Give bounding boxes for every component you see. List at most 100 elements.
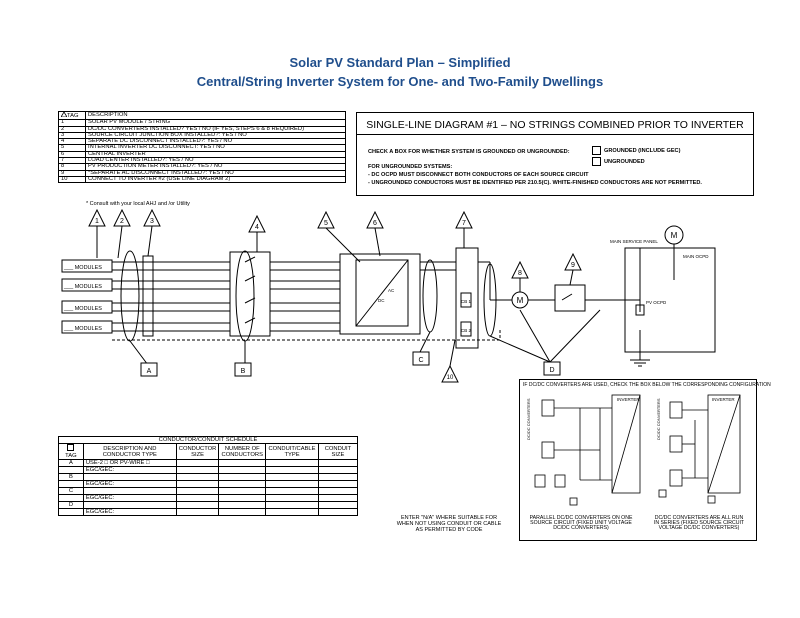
schedule-checkbox[interactable] — [67, 444, 75, 451]
desc-col-header: DESCRIPTION AND CONDUCTOR TYPE — [82, 443, 177, 460]
dcdc-label-left: DC/DC CONVERTERS — [526, 398, 531, 440]
meter-label: M — [517, 296, 524, 305]
conduit-label-b: B — [241, 368, 246, 375]
module-label-3: ___ MODULES — [63, 306, 102, 312]
module-box-2 — [61, 278, 113, 292]
conduit-box-a — [140, 362, 158, 377]
caption-parallel: PARALLEL DC/DC CONVERTERS ON ONE SOURCE … — [529, 515, 633, 532]
module-box-1 — [61, 259, 113, 273]
cb1-label: CB 1 — [461, 299, 472, 304]
page-subtitle: Central/String Inverter System for One- … — [196, 74, 604, 89]
conduit-label-a: A — [147, 368, 152, 375]
conduit-size-col-header: CONDUIT SIZE — [317, 443, 359, 460]
tag-label-4: 4 — [255, 224, 259, 231]
load-center — [455, 247, 479, 349]
divider — [357, 134, 753, 135]
caption-series: DC/DC CONVERTERS ARE ALL RUN IN SERIES (… — [653, 515, 745, 532]
junction-box — [142, 255, 154, 337]
module-label-1: ___ MODULES — [63, 265, 102, 271]
conduit-box-b — [234, 362, 252, 377]
pv-ocpd — [635, 304, 645, 316]
schedule-title-row: CONDUCTOR/CONDUIT SCHEDULE — [58, 436, 358, 444]
inverter-ac-label: AC — [388, 288, 395, 293]
tag-label-6: 6 — [373, 220, 377, 227]
na-note: ENTER "N/A" WHERE SUITABLE FOR WHEN NOT … — [396, 515, 502, 533]
desc-cell: SEPARATE DC DISCONNECT INSTALLED?: YES /… — [85, 138, 346, 146]
tag-label-3: 3 — [150, 218, 154, 225]
diagram-title: SINGLE-LINE DIAGRAM #1 – NO STRINGS COMB… — [366, 119, 744, 131]
grounded-checkbox[interactable] — [592, 146, 601, 155]
table-row: C — [58, 487, 359, 495]
dc-disconnect-box — [229, 251, 271, 337]
desc-cell: INTERNAL INVERTER DC DISCONNECT: YES / N… — [85, 144, 346, 152]
page-title: Solar PV Standard Plan – Simplified — [289, 55, 511, 70]
cb2-label: CB 2 — [461, 328, 472, 333]
conduit-label-c: C — [418, 357, 423, 364]
utility-meter-label: M — [671, 231, 678, 240]
inverter-label-right: INVERTER — [712, 397, 735, 402]
ground-check-prompt: CHECK A BOX FOR WHETHER SYSTEM IS GROUND… — [368, 149, 570, 155]
inverter-left — [611, 394, 641, 494]
pv-ocpd-label: PV OCPD — [646, 300, 667, 305]
size-col-header: CONDUCTOR SIZE — [175, 443, 220, 460]
conduit-type-col-header: CONDUIT/CABLE TYPE — [265, 443, 319, 460]
dc-wires — [112, 261, 340, 332]
inverter-label-left: INVERTER — [617, 397, 640, 402]
inverter-right — [707, 394, 741, 494]
conductor-schedule-table: CONDUCTOR/CONDUIT SCHEDULE TAG DESCRIPTI… — [58, 436, 359, 516]
table-row: EGC/GEC: — [58, 508, 359, 516]
desc-cell: SOLAR PV MODULE / STRING — [85, 119, 346, 127]
tag-label-7: 7 — [462, 220, 466, 227]
module-label-4: ___ MODULES — [63, 326, 102, 332]
breaker-cb1 — [460, 292, 472, 308]
ungrounded-label: UNGROUNDED — [604, 159, 645, 165]
schedule-title: CONDUCTOR/CONDUIT SCHEDULE — [58, 436, 358, 444]
table-row: EGC/GEC: — [58, 466, 359, 474]
inverter-dc-label: DC — [378, 298, 385, 303]
main-service-panel — [624, 247, 716, 353]
grounded-label: GROUNDED (INCLUDE GEC) — [604, 148, 681, 154]
ac-disconnect — [554, 284, 586, 312]
dcdc-box-title: IF DC/DC CONVERTERS ARE USED, CHECK THE … — [523, 382, 771, 388]
consult-note: * Consult with your local AHJ and /or Ut… — [86, 201, 190, 207]
desc-cell: SOURCE CIRCUIT JUNCTION BOX INSTALLED?: … — [85, 131, 346, 140]
dcdc-config-box: IF DC/DC CONVERTERS ARE USED, CHECK THE … — [519, 379, 771, 541]
desc-cell: *SEPARATE AC DISCONNECT INSTALLED?: YES … — [85, 169, 346, 177]
breaker-cb2 — [460, 321, 472, 337]
conduit-label-d: D — [549, 367, 554, 374]
tag-label-5: 5 — [324, 220, 328, 227]
table-row: B — [58, 473, 359, 481]
inverter-dc-ac — [355, 259, 409, 327]
tag-label-1: 1 — [95, 218, 99, 225]
desc-cell: CONNECT TO INVERTER #2 (USE LINE DIAGRAM… — [85, 175, 346, 184]
desc-cell: DC/DC CONVERTERS INSTALLED? YES / NO (IF… — [85, 125, 346, 133]
module-box-4 — [61, 320, 113, 334]
ungrounded-note-2: - UNGROUNDED CONDUCTORS MUST BE IDENTIFI… — [368, 180, 702, 186]
table-row: EGC/GEC: — [58, 480, 359, 488]
conduit-box-d — [543, 361, 561, 376]
dcdc-schematics: INVERTER INVERTER DC/DC CONVERTERS DC/DC… — [526, 394, 741, 506]
ungrounded-head: FOR UNGROUNDED SYSTEMS: — [368, 164, 453, 170]
conduit-box-c — [412, 351, 430, 366]
table-row: D — [58, 501, 359, 509]
ungrounded-checkbox[interactable] — [592, 157, 601, 166]
ungrounded-note-1: - DC OCPD MUST DISCONNECT BOTH CONDUCTOR… — [368, 172, 589, 178]
main-ocpd-label: MAIN OCPD — [683, 254, 709, 259]
module-label-2: ___ MODULES — [63, 284, 102, 290]
table-row: EGC/GEC: — [58, 494, 359, 502]
tag-label-2: 2 — [120, 218, 124, 225]
tag-label-10: 10 — [447, 375, 454, 381]
module-box-3 — [61, 300, 113, 314]
count-col-header: NUMBER OF CONDUCTORS — [218, 443, 267, 460]
main-panel-label: MAIN SERVICE PANEL — [610, 239, 658, 244]
tag-col-header: TAG — [58, 443, 84, 460]
diagram-info-box: SINGLE-LINE DIAGRAM #1 – NO STRINGS COMB… — [356, 112, 754, 196]
schedule-header-row: TAG DESCRIPTION AND CONDUCTOR TYPE CONDU… — [58, 443, 359, 460]
desc-cell: PV PRODUCTION METER INSTALLED?: YES / NO — [85, 163, 346, 171]
tag-label-8: 8 — [518, 270, 522, 277]
